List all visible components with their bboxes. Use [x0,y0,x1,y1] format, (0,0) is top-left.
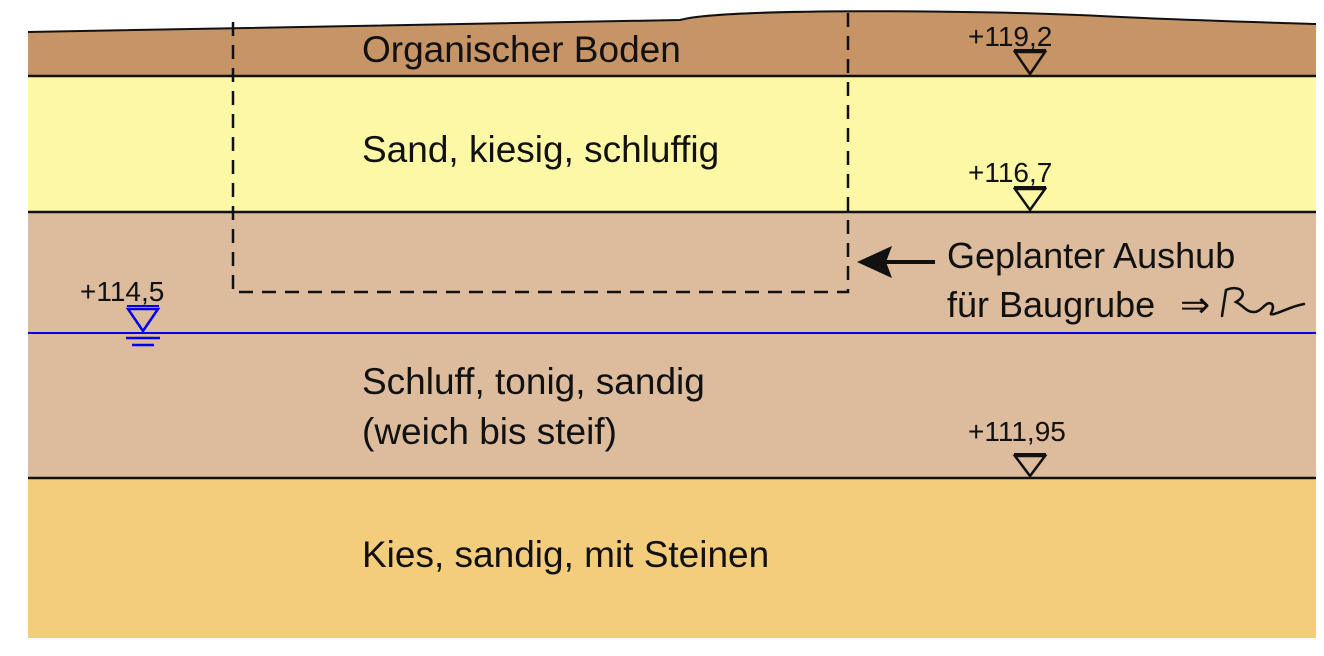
organic-layer-label: Organischer Boden [362,29,681,70]
ground-surface-line [27,10,1317,33]
elevation-top-triangle-icon [1012,50,1048,77]
signature-mark [1220,286,1306,318]
groundwater-label: +114,5 [80,276,164,307]
silt-layer [28,212,1316,478]
elevation-silt-triangle-icon [1012,454,1048,479]
gravel-layer [28,478,1316,638]
excavation-label-2: für Baugrube [947,284,1155,325]
excavation-label-1: Geplanter Aushub [947,235,1235,276]
elevation-sand-triangle-icon [1012,187,1048,213]
elevation-top-label: +119,2 [968,21,1052,52]
arrow-icon [857,246,892,278]
gravel-layer-label: Kies, sandig, mit Steinen [362,534,769,575]
elevation-silt-label: +111,95 [968,416,1066,447]
sand-layer-label: Sand, kiesig, schluffig [362,129,719,170]
excavation-arrow-glyph: ⇒ [1180,284,1210,325]
organic-layer [28,11,1316,77]
silt-layer-label-2: (weich bis steif) [362,411,617,452]
silt-layer-label-1: Schluff, tonig, sandig [362,361,705,402]
excavation-outline [231,10,850,294]
groundwater-triangle-icon [125,307,161,334]
elevation-sand-label: +116,7 [968,157,1052,188]
sand-layer [28,76,1316,212]
